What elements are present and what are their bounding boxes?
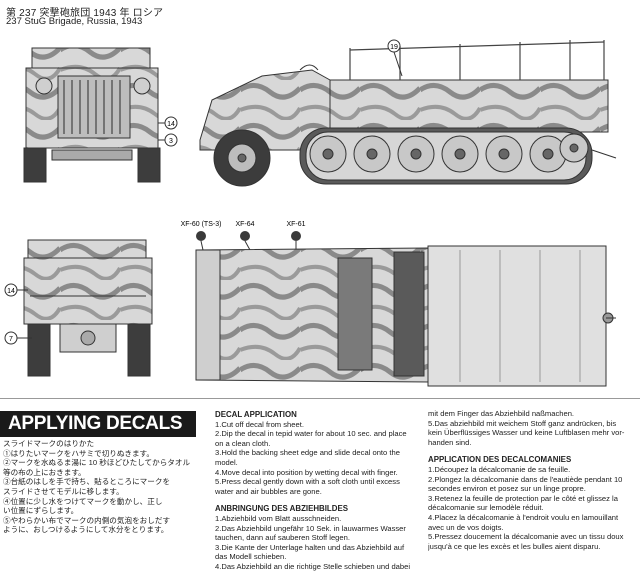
svg-text:14: 14 [7,288,15,295]
svg-text:XF-61: XF-61 [286,221,305,228]
en-line: 4.Move decal into position by wetting de… [215,467,398,477]
caption-japanese: 第 237 突撃砲旅団 1943 年 ロシア [6,8,164,19]
side-view [199,40,617,187]
english-heading: DECAL APPLICATION [215,410,297,419]
callout-3: 3 [158,133,178,147]
front-view [23,47,161,183]
french-heading: APPLICATION DES DECALCOMANIES [428,455,572,465]
jp-line: ⑤やわらかい布でマークの内側の気泡をおしだす [3,515,171,525]
en-line: model. [215,457,238,467]
fr-line: secondes environ et posez sur un linge p… [428,484,586,494]
de-line: kein Überflüssiges Wasser und keine Luft… [428,428,625,438]
svg-text:14: 14 [167,121,175,128]
jp-line: ②マークを水ぬるま湯に 10 秒ほどひたしてからタオル [3,458,191,468]
en-line: 1.Cut off decal from sheet. [215,419,304,429]
fr-line: avec un de vos doigts. [428,522,504,532]
paint-callout-3: XF-61 [286,221,306,250]
applying-decals-banner: APPLYING DECALS [0,411,196,437]
fr-line: 1.Découpez la décalcomanie de sa feuille… [428,464,571,474]
callout-14-bottom: 14 [4,283,28,297]
svg-text:7: 7 [9,336,13,343]
fr-line: 3.Retenez la feuille de protection par l… [428,493,618,503]
jp-line: 等の布の上におきます。 [3,467,86,477]
callout-19: 19 [387,39,403,77]
paint-callout-1: XF-60 (TS-3) [181,221,222,251]
jp-line: ①はりたいマークをハサミで切りぬきます。 [3,448,154,458]
jp-line: ように、おしつけるようにして水分をとります。 [3,525,169,535]
caption-english: 237 StuG Brigade, Russia, 1943 [6,16,143,27]
de-line: das Modell schieben. [215,552,287,562]
section-divider [0,398,640,399]
svg-text:XF-60 (TS-3): XF-60 (TS-3) [181,221,222,228]
svg-text:19: 19 [390,44,398,51]
german-heading: ANBRINGUNG DES ABZIEHBILDES [215,504,348,514]
top-view [195,245,616,387]
fr-line: 2.Plongez la décalcomanie dans de l'eaut… [428,474,623,484]
de-line: 3.Die Kante der Unterlage halten und das… [215,542,405,552]
jp-line: い位置にずらします。 [3,506,79,516]
jp-line: スライドマークのはりかた [3,439,95,448]
de-line: 1.Abziehbild vom Blatt ausschneiden. [215,513,342,523]
fr-line: 4.Placez la décalcomanie à l'endroit vou… [428,512,619,522]
en-line: 2.Dip the decal in tepid water for about… [215,429,407,439]
de-line: tauchen, dann auf sauberen Stoff legen. [215,533,350,543]
rear-view [23,239,153,377]
fr-line: 5.Pressez doucement la décalcomanie avec… [428,532,624,542]
en-line: 3.Hold the backing sheet edge and slide … [215,448,400,458]
de-line: mit dem Finger das Abziehbild naßmachen. [428,409,575,418]
callout-7: 7 [4,331,32,345]
paint-callout-2: XF-64 [235,221,255,251]
jp-line: スライドさせてモデルに移します。 [3,486,124,496]
svg-text:3: 3 [169,138,173,145]
drawings-svg: 14 3 [4,39,617,387]
vehicle-drawings: 第 237 突撃砲旅団 1943 年 ロシア 237 StuG Brigade,… [4,8,617,387]
svg-text:XF-64: XF-64 [235,221,254,228]
fr-line: jusqu'à ce que les excès et les bulles a… [428,541,601,551]
de-line: 2.Das Abziehbild ungefähr 10 Sek. in lau… [215,523,406,533]
en-line: water and air bubbles are gone. [215,486,322,496]
fr-line: décalcomanie sur lemodèle réduit. [428,503,544,513]
jp-line: ③台紙のはしを手で持ち、貼るところにマークを [3,477,171,487]
english-german-instructions: DECAL APPLICATION 1.Cut off decal from s… [215,409,425,572]
de-line: handen sind. [428,437,472,447]
en-line: 5.Press decal gently down with a soft cl… [215,477,400,487]
japanese-instructions: スライドマークのはりかた ①はりたいマークをハサミで切りぬきます。 ②マークを水… [3,439,213,535]
en-line: on a clean cloth. [215,438,271,448]
callout-14-top: 14 [158,116,178,130]
de-line: 5.Das abziehbild mit weichem Stoff ganz … [428,418,617,428]
german-french-instructions: mit dem Finger das Abziehbild naßmachen.… [428,409,638,551]
de-line: 4.Das Abziehbild an die richtige Stelle … [215,561,411,571]
jp-line: ④位置に少し水をつけてマークを動かし、正し [3,496,163,506]
